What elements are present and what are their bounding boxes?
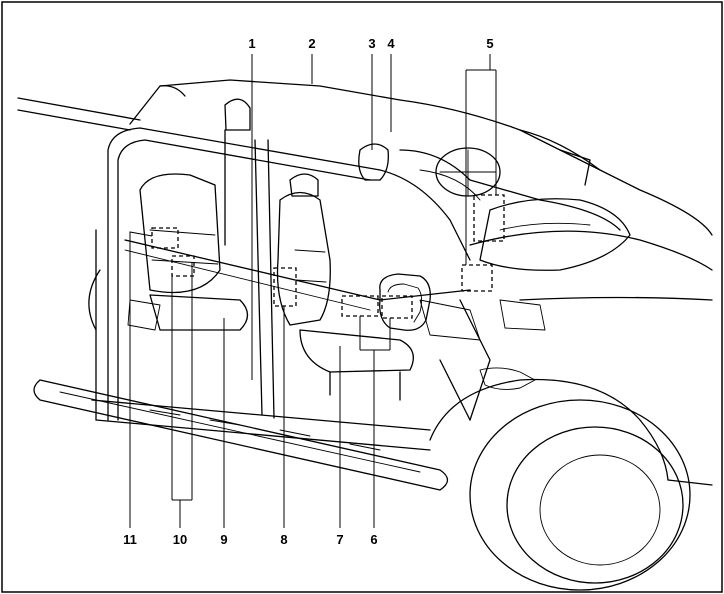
callout-7: 7: [336, 532, 343, 547]
callout-1: 1: [248, 36, 255, 51]
callout-2: 2: [308, 36, 315, 51]
callout-3: 3: [368, 36, 375, 51]
deployed-airbag: [480, 199, 630, 271]
callout-10: 10: [173, 532, 187, 547]
callout-9: 9: [220, 532, 227, 547]
callout-11: 11: [123, 532, 137, 547]
side-mirror: [380, 274, 431, 330]
callout-4: 4: [387, 36, 395, 51]
vehicle-body: [18, 80, 712, 490]
front-wheel: [470, 400, 690, 590]
callout-labels: 1 2 3 4 5 11 10 9 8 7 6: [123, 36, 493, 547]
callout-6: 6: [370, 532, 377, 547]
callout-8: 8: [280, 532, 287, 547]
callout-5: 5: [486, 36, 493, 51]
front-seat: [278, 174, 414, 400]
module-box-6-left: [342, 296, 378, 316]
module-box-5-lower: [462, 265, 492, 291]
front-headrest-left: [359, 144, 389, 180]
rear-seat: [140, 99, 250, 330]
